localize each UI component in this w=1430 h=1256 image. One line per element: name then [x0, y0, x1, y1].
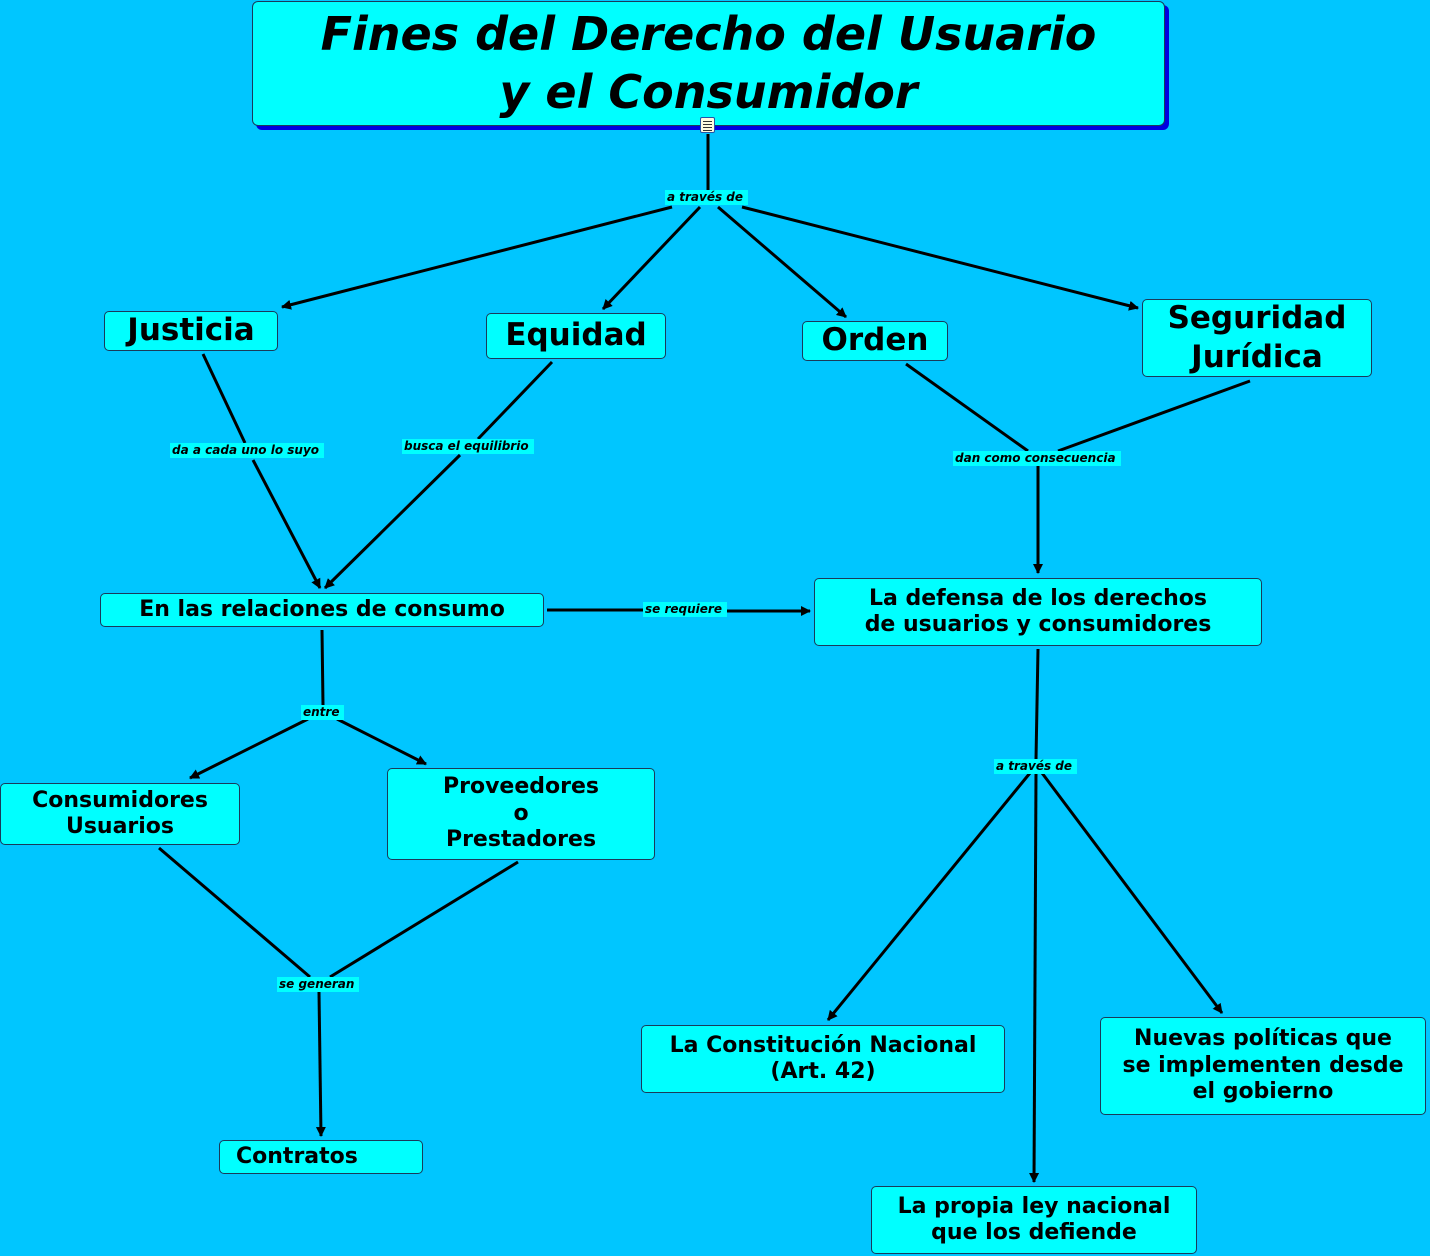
node-orden[interactable]: Orden [802, 321, 948, 361]
arrow-connector [826, 772, 1032, 1021]
node-nuevas-politicas[interactable]: Nuevas políticas que se implementen desd… [1100, 1017, 1426, 1115]
arrow-connector [717, 205, 847, 319]
node-equidad[interactable]: Equidad [486, 313, 666, 359]
arrow-connector [323, 453, 462, 590]
arrow-connector [315, 991, 326, 1137]
line-connector [158, 846, 311, 979]
node-justicia[interactable]: Justicia [104, 311, 278, 351]
node-ley-nacional[interactable]: La propia ley nacional que los defiende [871, 1186, 1197, 1254]
node-proveedores-prestadores[interactable]: Proveedores o Prestadores [387, 768, 655, 860]
arrow-connector [336, 717, 427, 766]
arrow-connector [1040, 772, 1224, 1014]
link-label-se-generan[interactable]: se generan [277, 977, 360, 992]
link-label-a-traves-de-2[interactable]: a través de [994, 759, 1078, 774]
node-contratos[interactable]: Contratos [219, 1140, 423, 1174]
node-constitucion-nacional[interactable]: La Constitución Nacional (Art. 42) [641, 1025, 1005, 1093]
link-label-da-a-cada-uno[interactable]: da a cada uno lo suyo [170, 443, 325, 458]
link-label-entre[interactable]: entre [301, 705, 345, 720]
node-defensa-derechos[interactable]: La defensa de los derechos de usuarios y… [814, 578, 1262, 646]
node-consumidores-usuarios[interactable]: Consumidores Usuarios [0, 783, 240, 845]
link-label-a-traves-de[interactable]: a través de [665, 190, 749, 205]
resource-document-icon[interactable] [700, 117, 715, 133]
node-relaciones-consumo[interactable]: En las relaciones de consumo [100, 593, 544, 627]
line-connector [1057, 379, 1251, 453]
arrow-connector [741, 205, 1139, 311]
line-connector [1034, 648, 1040, 760]
arrow-connector [251, 459, 322, 589]
line-connector [320, 629, 325, 706]
main-title-node[interactable]: Fines del Derecho del Usuario y el Consu… [252, 1, 1165, 126]
line-connector [201, 353, 247, 444]
line-connector [329, 860, 519, 979]
node-seguridad-juridica[interactable]: Seguridad Jurídica [1142, 299, 1372, 377]
arrow-connector [281, 205, 673, 310]
line-connector [476, 360, 554, 441]
link-label-busca-equilibrio[interactable]: busca el equilibrio [402, 439, 534, 454]
arrow-connector [601, 205, 702, 311]
link-label-se-requiere[interactable]: se requiere [643, 602, 727, 617]
link-label-dan-como-consecuencia[interactable]: dan como consecuencia [953, 451, 1121, 466]
line-connector [905, 362, 1029, 453]
arrow-connector [189, 717, 309, 780]
arrow-connector [1029, 772, 1040, 1183]
